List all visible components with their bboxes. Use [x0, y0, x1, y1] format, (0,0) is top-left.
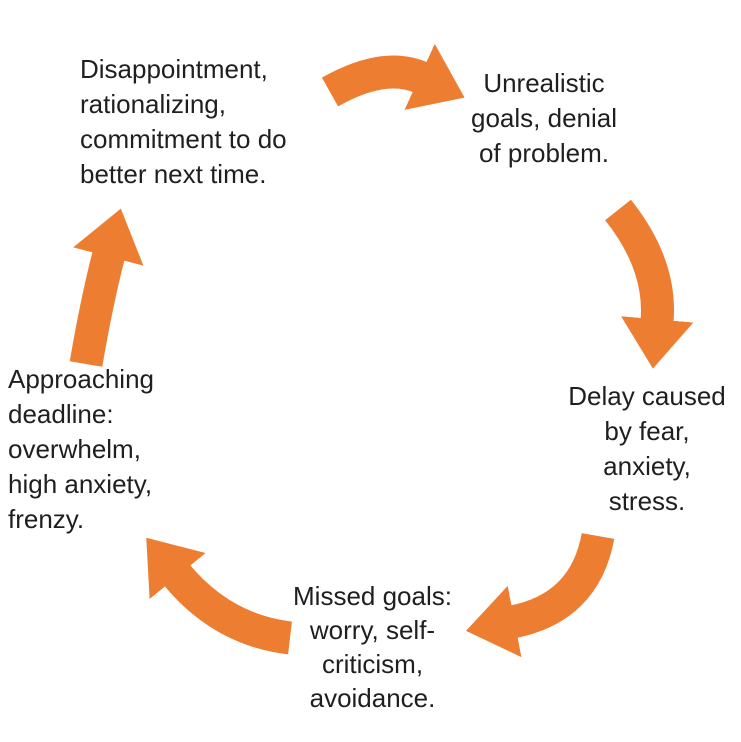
arrow-bottom-right-icon	[465, 532, 615, 658]
arrow-top-icon	[321, 43, 465, 110]
node-delay: Delay caused by fear, anxiety, stress.	[568, 381, 726, 516]
node-unrealistic-goals: Unrealistic goals, denial of problem.	[471, 68, 617, 168]
node-missed-goals: Missed goals: worry, self- criticism, av…	[293, 581, 452, 713]
arrow-right-icon	[604, 199, 694, 369]
node-disappointment: Disappointment, rationalizing, commitmen…	[80, 54, 287, 189]
node-approaching-deadline: Approaching deadline: overwhelm, high an…	[8, 364, 154, 534]
arrow-left-icon	[69, 208, 144, 367]
arrow-bottom-left-icon	[146, 537, 293, 655]
